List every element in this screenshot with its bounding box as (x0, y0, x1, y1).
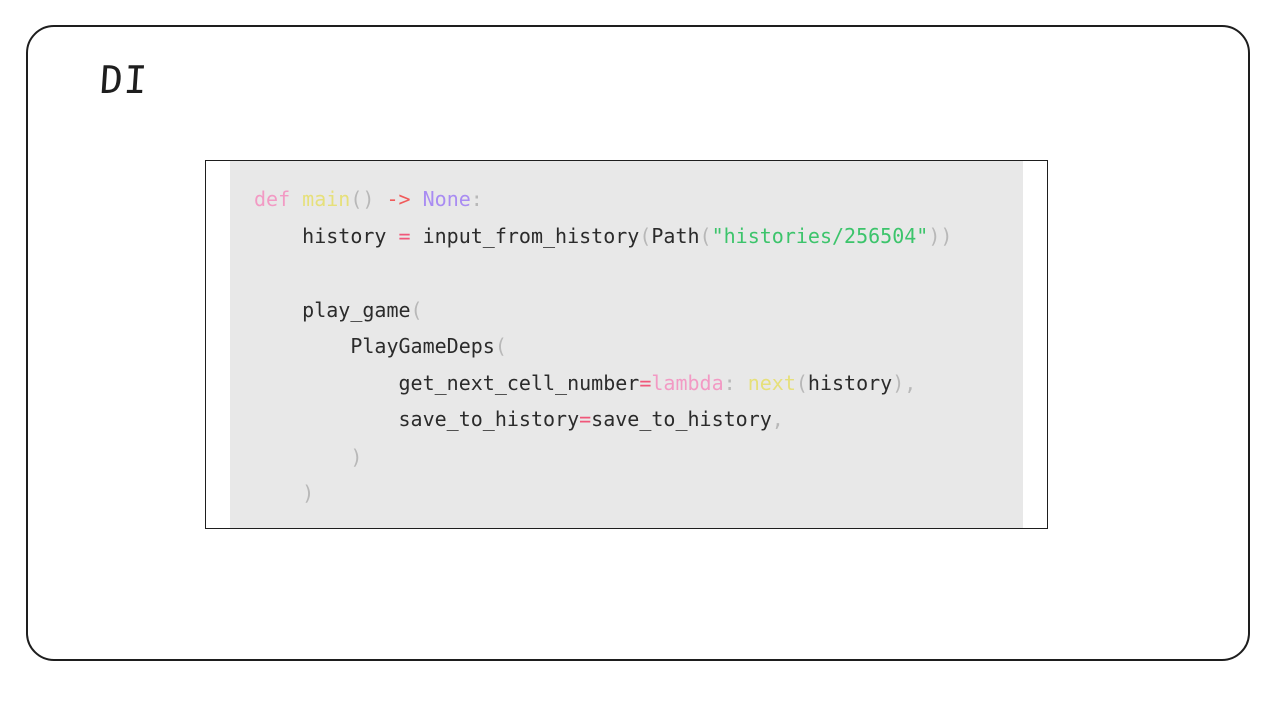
code-line: def main() -> None: (254, 187, 483, 211)
code-token-op: = (639, 371, 652, 395)
code-screenshot: def main() -> None: history = input_from… (205, 160, 1048, 529)
code-token-punct: ( (494, 334, 507, 358)
code-token-ident: Path (651, 224, 700, 248)
code-token-string: "histories/256504" (711, 224, 929, 248)
code-token-punct: ), (892, 371, 917, 395)
code-token-op: = (398, 224, 411, 248)
code-token-func: next (747, 371, 796, 395)
code-token-keyword: def (254, 187, 291, 211)
code-token-ident: input_from_history (410, 224, 640, 248)
code-token-func: main (302, 187, 351, 211)
code-token-ident (411, 187, 423, 211)
code-token-ident: history (807, 371, 893, 395)
slide-title: DI (98, 58, 150, 102)
code-token-punct: )) (928, 224, 953, 248)
code-line: ) (254, 481, 314, 505)
code-token-ident: history (254, 224, 399, 248)
code-token-punct: : (470, 187, 483, 211)
code-line: get_next_cell_number=lambda: next(histor… (254, 371, 916, 395)
code-token-punct: ( (795, 371, 808, 395)
code-token-punct: ( (639, 224, 652, 248)
code-token-ident: save_to_history (254, 407, 580, 431)
code-line: save_to_history=save_to_history, (254, 407, 784, 431)
code-line: play_game( (254, 298, 423, 322)
code-token-op: = (579, 407, 592, 431)
code-panel: def main() -> None: history = input_from… (230, 161, 1023, 528)
code-token-punct: ( (699, 224, 712, 248)
code-line: history = input_from_history(Path("histo… (254, 224, 952, 248)
code-token-punct: () (350, 187, 375, 211)
code-token-ident: get_next_cell_number (254, 371, 640, 395)
code-line: ) (254, 445, 362, 469)
code-token-ident (290, 187, 302, 211)
code-token-keyword: lambda (651, 371, 724, 395)
code-token-punct: : (723, 371, 748, 395)
code-token-ident (374, 187, 386, 211)
code-token-punct: ) (254, 445, 363, 469)
code-token-ident: play_game (254, 298, 411, 322)
code-token-type: None (422, 187, 471, 211)
code-token-punct: , (771, 407, 784, 431)
code-token-punct: ) (254, 481, 315, 505)
code-token-punct: ( (410, 298, 423, 322)
code-token-ident: PlayGameDeps (254, 334, 495, 358)
code-line: PlayGameDeps( (254, 334, 507, 358)
code-token-ident: save_to_history (591, 407, 772, 431)
code-token-arrow: -> (386, 187, 411, 211)
